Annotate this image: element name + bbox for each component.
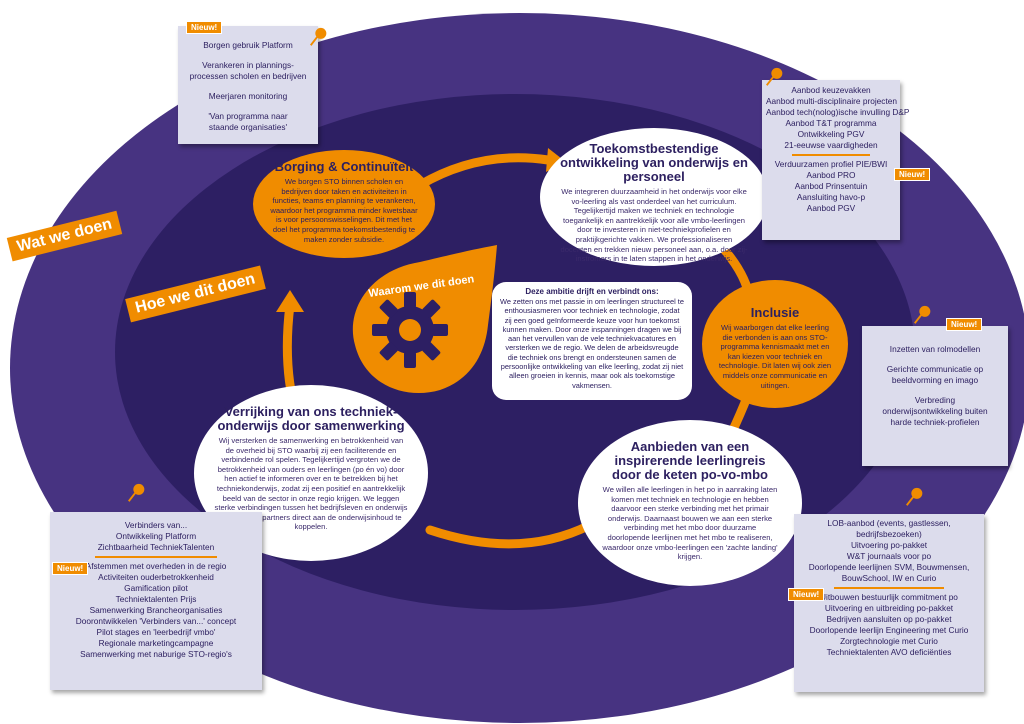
note-bottom-left: Verbinders van... Ontwikkeling Platform …: [50, 512, 262, 690]
nieuw-badge: Nieuw!: [186, 21, 223, 34]
note-item: Aanbod Prinsentuin: [794, 181, 868, 191]
note-item: processen scholen en bedrijven: [189, 71, 307, 81]
pushpin-icon: [914, 305, 931, 324]
note-item: W&T journaals voor po: [846, 551, 932, 561]
note-item: LOB-aanbod (events, gastlessen,: [827, 518, 951, 528]
note-item: BouwSchool, IW en Curio: [841, 573, 937, 583]
note-item: Zichtbaarheid TechniekTalenten: [97, 542, 215, 552]
note-item: Verbinders van...: [124, 520, 188, 530]
note-item: Activiteiten ouderbetrokkenheid: [98, 572, 214, 582]
note-item: staande organisaties': [208, 122, 288, 132]
note-item: Doorlopende leerlijn Engineering met Cur…: [809, 625, 969, 635]
note-item: Verbreding: [914, 395, 956, 405]
note-item: Inzetten van rolmodellen: [889, 344, 981, 354]
note-item: 21-eeuwse vaardigheden: [784, 140, 878, 150]
note-top-left: Borgen gebruik Platform Verankeren in pl…: [178, 26, 318, 144]
note-item: Zorgtechnologie met Curio: [840, 636, 938, 646]
note-bottom-right: LOB-aanbod (events, gastlessen, bedrijfs…: [794, 514, 984, 692]
borging-circle: Borging & Continuïteit We borgen STO bin…: [253, 150, 435, 258]
note-item: Borgen gebruik Platform: [203, 40, 293, 50]
borging-text: We borgen STO binnen scholen en bedrijve…: [270, 177, 418, 244]
note-item: Bedrijven aansluiten op po-pakket: [826, 614, 952, 624]
note-item: bedrijfsbezoeken): [856, 529, 922, 539]
note-item: Gerichte communicatie op: [886, 364, 984, 374]
note-item: Uitvoering en uitbreiding po-pakket: [824, 603, 954, 613]
ambitie-text: We zetten ons met passie in om leerlinge…: [500, 297, 684, 390]
divider: [792, 154, 870, 156]
aanbieden-title: Aanbieden van een inspirerende leerlingr…: [612, 439, 768, 482]
note-item: Samenwerking Brancheorganisaties: [89, 605, 223, 615]
note-item: Regionale marketingcampagne: [98, 638, 214, 648]
note-item: Doorlopende leerlijnen SVM, Bouwmensen,: [808, 562, 970, 572]
note-item: beeldvorming en imago: [891, 375, 979, 385]
aanbieden-circle: Aanbieden van een inspirerende leerlingr…: [578, 420, 802, 586]
ambitie-heading: Deze ambitie drijft en verbindt ons:: [525, 287, 659, 296]
note-item: Aanbod keuzevakken: [791, 85, 871, 95]
toekomst-title: Toekomstbestendige ontwikkeling van onde…: [560, 141, 748, 184]
pushpin-icon: [310, 27, 327, 46]
note-item: Ontwikkeling PGV: [797, 129, 865, 139]
note-item: Aanbod PRO: [806, 170, 856, 180]
note-item: Uitbouwen bestuurlijk commitment po: [820, 592, 958, 602]
note-item: harde techniek-profielen: [890, 417, 980, 427]
verrijking-text: Wij versterken de samenwerking en betrok…: [214, 436, 408, 532]
note-item: Uitvoering po-pakket: [850, 540, 928, 550]
pushpin-icon: [766, 67, 783, 86]
note-right: Inzetten van rolmodellen Gerichte commun…: [862, 326, 1008, 466]
note-item: Doorontwikkelen 'Verbinders van...' conc…: [75, 616, 237, 626]
inclusie-text: Wij waarborgen dat elke leerling die ver…: [718, 323, 832, 390]
note-item: Techniektalenten Prijs: [115, 594, 197, 604]
divider: [834, 587, 944, 589]
toekomst-circle: Toekomstbestendige ontwikkeling van onde…: [540, 128, 768, 266]
note-item: Aanbod T&T programma: [785, 118, 877, 128]
note-item: Ontwikkeling Platform: [115, 531, 197, 541]
pushpin-icon: [128, 483, 145, 502]
ambitie-box: Deze ambitie drijft en verbindt ons: We …: [492, 282, 692, 400]
note-top-right: Aanbod keuzevakken Aanbod multi-discipli…: [762, 80, 910, 240]
arrowhead-2: [276, 290, 304, 312]
note-item: Pilot stages en 'leerbedrijf vmbo': [96, 627, 216, 637]
nieuw-badge: Nieuw!: [788, 588, 825, 601]
note-item: Samenwerking met naburige STO-regio's: [80, 649, 232, 659]
divider: [94, 556, 218, 558]
verrijking-title: Verrijking van ons techniek-onderwijs do…: [217, 404, 405, 433]
pushpin-icon: [906, 487, 923, 506]
note-item: Aanbod multi-disciplinaire projecten: [766, 96, 897, 106]
inclusie-title: Inclusie: [750, 305, 800, 320]
note-item: Techniektalenten AVO deficiënties: [826, 647, 952, 657]
note-item: Aanbod PGV: [806, 203, 856, 213]
note-item: Gamification pilot: [124, 583, 188, 593]
nieuw-badge: Nieuw!: [946, 318, 983, 331]
note-item: Aanbod tech(nolog)ische invulling D&P: [766, 107, 910, 117]
note-item: Afstemmen met overheden in de regio: [85, 561, 227, 571]
note-item: Verankeren in plannings-: [202, 60, 294, 70]
inclusie-circle: Inclusie Wij waarborgen dat elke leerlin…: [702, 280, 848, 408]
note-item: Aansluiting havo-p: [796, 192, 866, 202]
note-item: Meerjaren monitoring: [208, 91, 288, 101]
note-item: onderwijsontwikkeling buiten: [882, 406, 988, 416]
gear-icon: [372, 292, 448, 368]
note-item: Verduurzamen profiel PIE/BWI: [774, 159, 888, 169]
nieuw-badge: Nieuw!: [894, 168, 931, 181]
borging-title: Borging & Continuïteit: [274, 159, 414, 174]
note-item: 'Van programma naar: [208, 111, 288, 121]
nieuw-badge: Nieuw!: [52, 562, 89, 575]
aanbieden-text: We willen alle leerlingen in het po in a…: [602, 485, 778, 562]
toekomst-text: We integreren duurzaamheid in het onderw…: [560, 187, 748, 264]
